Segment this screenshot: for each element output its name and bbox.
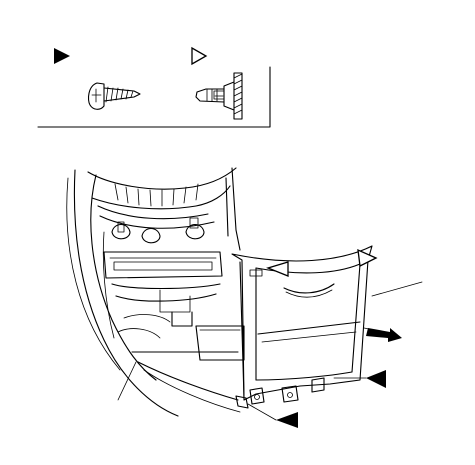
screw-icon xyxy=(87,82,141,110)
screw-marker-icon xyxy=(366,370,386,388)
screw-marker-icon xyxy=(276,412,298,428)
hollow-triangle-icon xyxy=(191,46,208,66)
callouts xyxy=(117,248,423,428)
clip-marker-icon xyxy=(357,248,378,267)
clip-marker-icon xyxy=(266,261,289,277)
removal-arrow-icon xyxy=(363,327,402,342)
dashboard-assembly xyxy=(66,167,245,417)
filled-triangle-icon xyxy=(54,48,70,64)
clip-icon xyxy=(195,72,243,120)
console-side-panel xyxy=(231,245,373,409)
legend-box xyxy=(37,46,271,128)
